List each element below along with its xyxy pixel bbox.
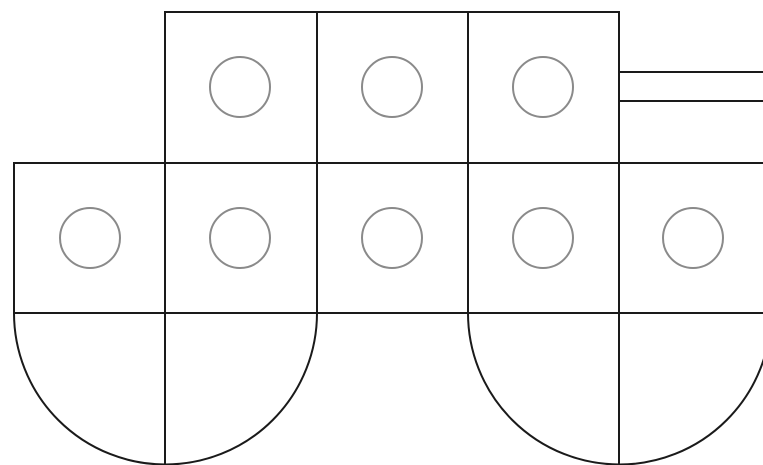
top-cell-3 bbox=[468, 12, 619, 163]
circle-middle-2 bbox=[210, 208, 270, 268]
circle-middle-4 bbox=[513, 208, 573, 268]
circle-top-3 bbox=[513, 57, 573, 117]
side-pipe bbox=[619, 72, 763, 101]
right-wheel-arc bbox=[468, 313, 763, 465]
circle-middle-3 bbox=[362, 208, 422, 268]
circle-middle-1 bbox=[60, 208, 120, 268]
middle-cell-3 bbox=[317, 163, 468, 313]
top-cell-2 bbox=[317, 12, 468, 163]
middle-cell-1 bbox=[14, 163, 165, 313]
circle-top-1 bbox=[210, 57, 270, 117]
top-cell-1 bbox=[165, 12, 317, 163]
left-wheel bbox=[14, 313, 317, 465]
circle-top-2 bbox=[362, 57, 422, 117]
middle-cell-5 bbox=[619, 163, 763, 313]
right-wheel bbox=[468, 313, 763, 465]
top-row bbox=[165, 12, 619, 163]
middle-cell-4 bbox=[468, 163, 619, 313]
middle-cell-2 bbox=[165, 163, 317, 313]
middle-row bbox=[14, 163, 763, 313]
circle-middle-5 bbox=[663, 208, 723, 268]
